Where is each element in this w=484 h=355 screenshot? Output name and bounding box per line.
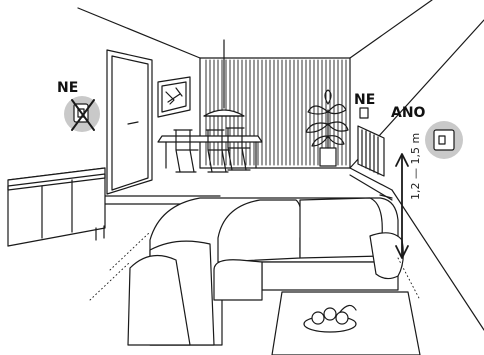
wall-picture xyxy=(158,77,190,117)
sideboard xyxy=(8,168,105,246)
wall-thermostat-small xyxy=(360,108,368,118)
not-ok-label-left: NE xyxy=(57,81,78,95)
crossed-thermostat-icon xyxy=(64,96,100,132)
height-range-label: 1,2 — 1,5 m xyxy=(410,133,421,200)
not-ok-label-middle: NE xyxy=(354,93,375,107)
door xyxy=(107,50,152,194)
ok-label-right: ANO xyxy=(391,106,425,120)
thermostat-icon xyxy=(425,121,463,159)
radiator xyxy=(358,126,384,176)
